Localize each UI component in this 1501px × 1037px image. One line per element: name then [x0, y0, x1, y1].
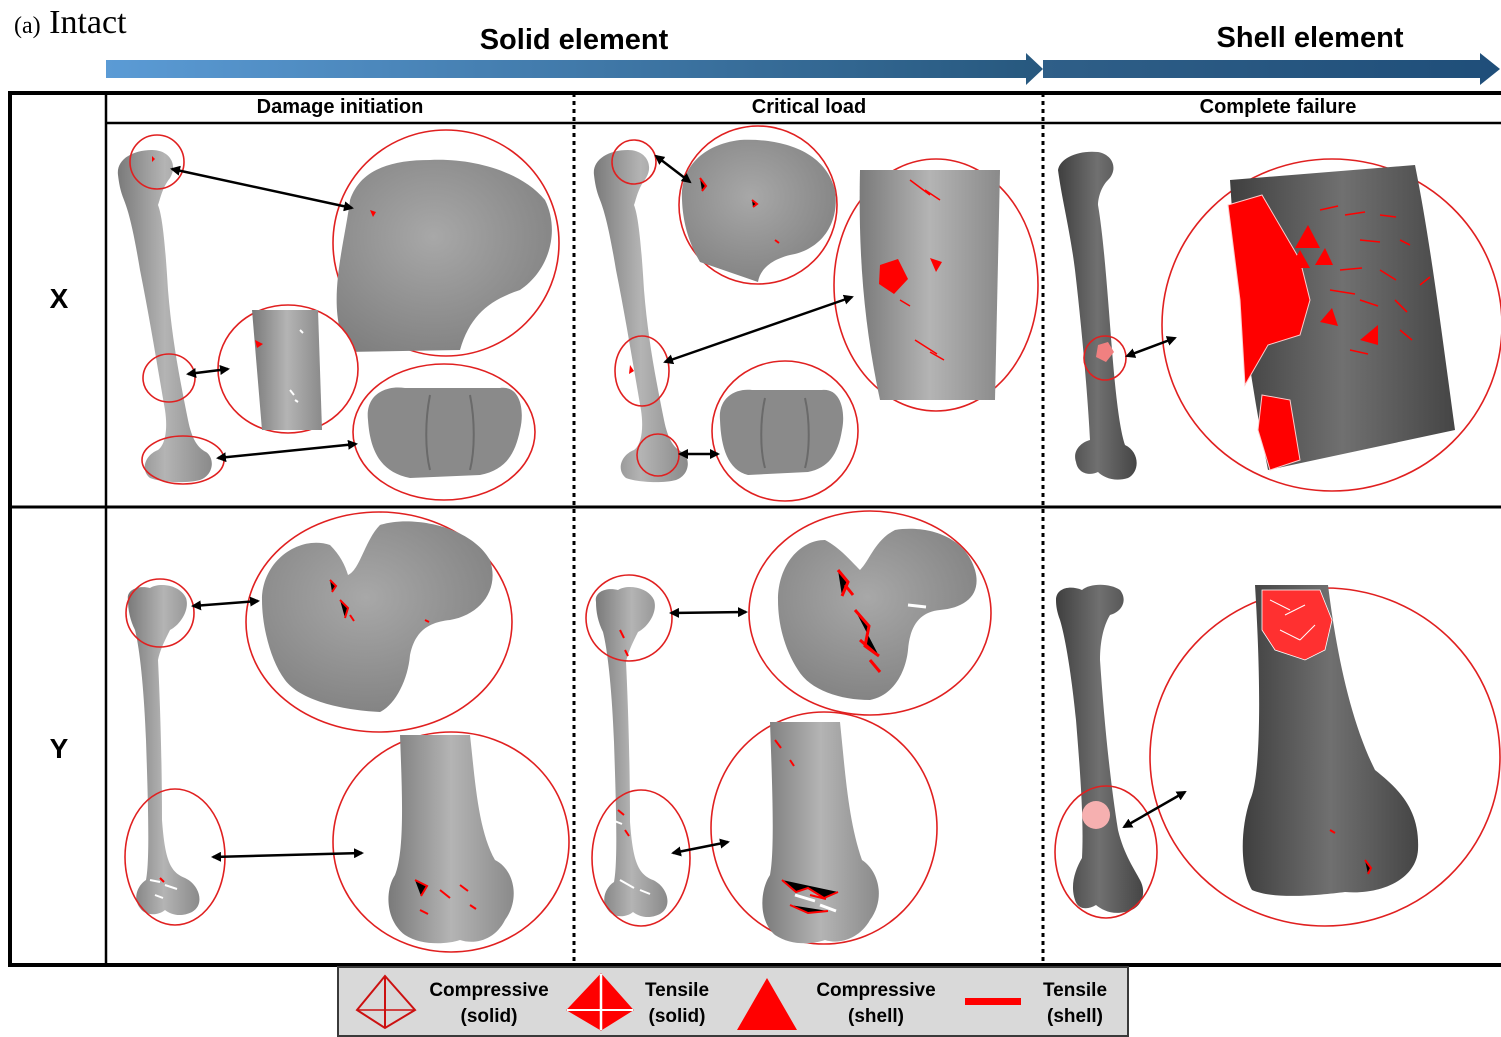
y-initiation-zoom-head	[246, 512, 512, 732]
x-critical-zoom-head	[679, 126, 837, 284]
legend-tensile-shell-line1: Tensile	[1028, 978, 1122, 1004]
column-title-complete-failure: Complete failure	[1046, 96, 1501, 119]
legend-compressive-shell: Compressive (shell)	[796, 978, 956, 1030]
legend-tensile-solid: Tensile (solid)	[626, 978, 728, 1030]
legend-tensile-shell: Tensile (shell)	[1028, 978, 1122, 1030]
red-line-icon	[965, 998, 1021, 1005]
legend-tensile-shell-line2: (shell)	[1028, 1004, 1122, 1030]
y-initiation-zoom-condyle	[333, 732, 569, 952]
x-initiation-femur	[118, 150, 212, 482]
legend-compressive-solid-line1: Compressive	[408, 978, 570, 1004]
x-initiation-zoom-condyle	[353, 364, 535, 500]
filled-triangle-icon	[737, 978, 797, 1030]
y-initiation-femur	[128, 585, 200, 915]
y-critical-femur	[596, 587, 668, 917]
x-initiation-zoom-shaft	[218, 305, 358, 433]
legend-compressive-shell-line1: Compressive	[796, 978, 956, 1004]
filled-tetrahedron-icon	[567, 974, 633, 1030]
y-failure-zoom	[1150, 585, 1500, 926]
legend-compressive-solid-line2: (solid)	[408, 1004, 570, 1030]
y-failure-femur	[1056, 585, 1143, 913]
x-critical-femur	[594, 150, 688, 482]
x-failure-zoom	[1162, 159, 1501, 491]
legend-compressive-shell-line2: (shell)	[796, 1004, 956, 1030]
x-initiation-zoom-head	[333, 130, 559, 356]
row-title-x: X	[12, 283, 106, 315]
column-title-damage-initiation: Damage initiation	[108, 96, 572, 119]
y-critical-zoom-head	[749, 511, 991, 715]
legend-tensile-solid-line1: Tensile	[626, 978, 728, 1004]
y-critical-zoom-condyle	[711, 712, 937, 944]
x-failure-femur	[1058, 152, 1137, 480]
legend-tensile-solid-line2: (solid)	[626, 1004, 728, 1030]
legend-compressive-solid: Compressive (solid)	[408, 978, 570, 1030]
x-critical-zoom-condyle	[712, 361, 858, 501]
outlined-tetrahedron-icon	[357, 976, 415, 1028]
row-title-y: Y	[12, 733, 106, 765]
column-title-critical-load: Critical load	[577, 96, 1041, 119]
x-critical-zoom-shaft	[834, 159, 1038, 411]
